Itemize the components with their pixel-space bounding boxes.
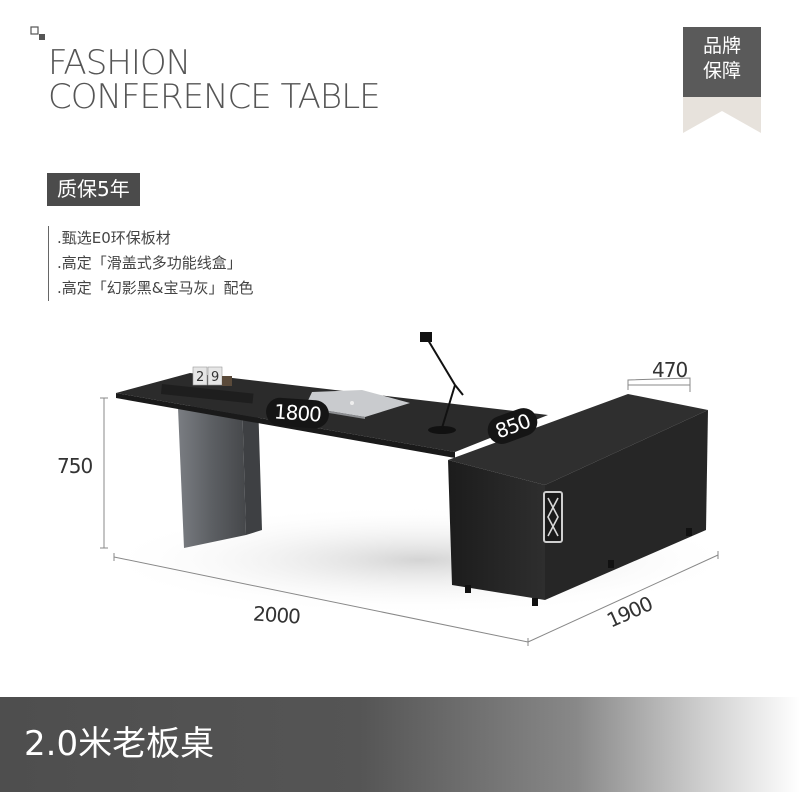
bottom-banner xyxy=(0,697,800,792)
product-name: 2.0米老板桌 xyxy=(24,724,215,764)
warranty-badge: 质保5年 xyxy=(47,173,140,206)
desk-leg-side xyxy=(242,398,262,535)
badge-line-2: 保障 xyxy=(702,60,741,82)
cabinet-foot xyxy=(532,598,538,606)
logo-squares-icon xyxy=(30,26,45,40)
return-dimension-line xyxy=(527,551,719,643)
laptop xyxy=(305,390,410,417)
height-dimension-line xyxy=(100,397,108,549)
feature-item: .高定「滑盖式多功能线盒」 xyxy=(57,254,242,272)
dimension-length: 2000 xyxy=(252,601,301,629)
cabinet-side xyxy=(545,410,708,600)
desk-ornament xyxy=(222,376,232,386)
feature-item: .高定「幻影黑&宝马灰」配色 xyxy=(57,279,254,297)
calendar-block xyxy=(192,366,208,386)
brand-guarantee-text: 品牌 保障 xyxy=(683,34,761,84)
cabinet-depth-dimension-line xyxy=(627,377,691,392)
cabinet-foot xyxy=(686,528,692,536)
badge-line-1: 品牌 xyxy=(702,35,741,57)
desk-lamp-icon xyxy=(420,332,464,434)
dimension-height: 750 xyxy=(57,454,93,478)
product-illustration: 2 9 xyxy=(100,332,740,646)
calendar-digit: 2 xyxy=(196,370,204,385)
desk-leg xyxy=(178,398,246,548)
page-title-line-1: FASHION xyxy=(48,43,191,83)
calendar-digit: 9 xyxy=(211,370,219,385)
brand-guarantee-badge xyxy=(683,27,761,133)
feature-list: .甄选E0环保板材 .高定「滑盖式多功能线盒」 .高定「幻影黑&宝马灰」配色 xyxy=(48,226,253,301)
dimension-desk-depth: 1800 xyxy=(265,396,330,430)
dimension-cabinet-depth: 470 xyxy=(652,358,688,382)
cabinet-foot xyxy=(608,560,614,568)
cabinet-top xyxy=(448,394,708,485)
feature-item: .甄选E0环保板材 xyxy=(57,229,171,247)
laptop-logo-icon xyxy=(350,401,354,405)
cabinet-handle xyxy=(543,491,563,543)
cabinet-foot xyxy=(465,585,471,593)
page-title-line-2: CONFERENCE TABLE xyxy=(48,77,381,117)
cabinet-handle-x xyxy=(547,497,559,537)
cabinet-front xyxy=(448,460,545,600)
book-stack xyxy=(160,384,254,404)
